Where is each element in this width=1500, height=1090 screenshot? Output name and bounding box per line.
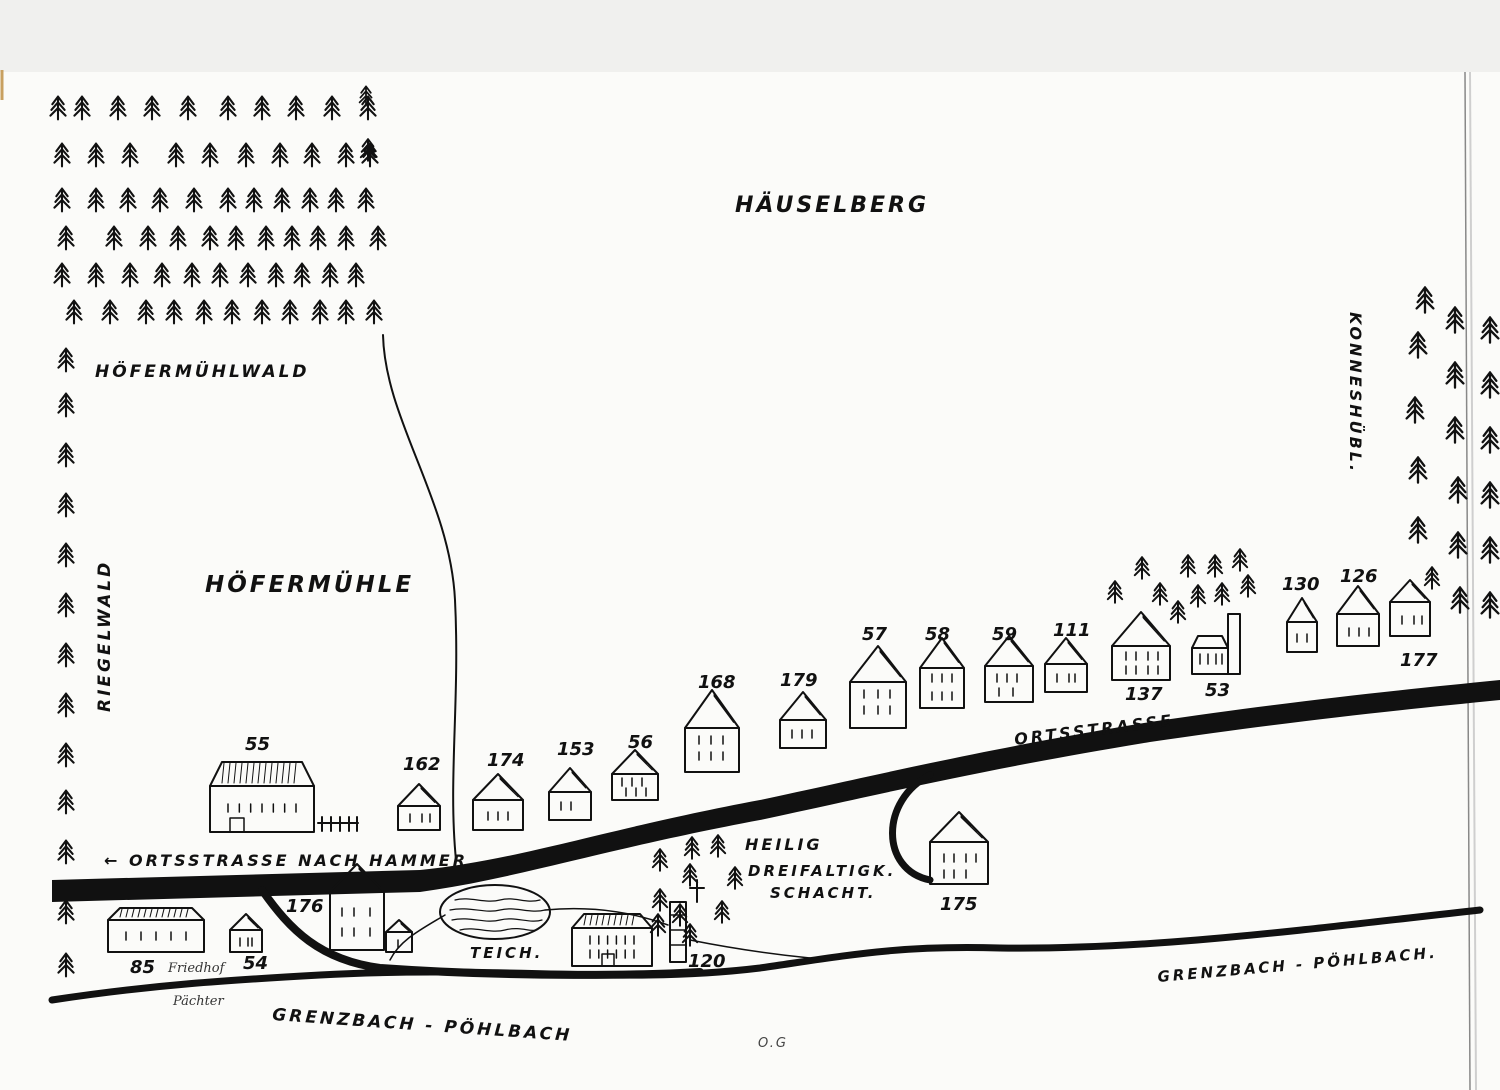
house-number-54: 54	[243, 953, 268, 974]
house	[397, 783, 441, 831]
houses	[107, 579, 1431, 967]
side-road-loop	[889, 771, 934, 884]
pond-label: TEICH.	[470, 944, 543, 962]
handwritten-note-2: Pächter	[172, 994, 224, 1009]
house	[1044, 637, 1088, 693]
fence	[317, 816, 359, 832]
house-number-111: 111	[1053, 620, 1091, 641]
house-number-177: 177	[1400, 650, 1438, 671]
page-fold-line	[1469, 71, 1477, 1090]
house	[229, 913, 263, 953]
mine-shaft-tower	[669, 901, 687, 963]
house	[929, 811, 989, 885]
house-number-153: 153	[557, 739, 595, 760]
house	[1286, 597, 1318, 653]
stream-grenzbach	[48, 906, 1484, 1004]
main-road	[52, 680, 1500, 902]
house	[849, 645, 907, 729]
page-edge-line	[1464, 71, 1471, 1090]
house-number-56: 56	[628, 732, 653, 753]
house-number-126: 126	[1340, 566, 1378, 587]
house-number-176: 176	[286, 896, 324, 917]
house-number-58: 58	[925, 624, 950, 645]
house-number-168: 168	[698, 672, 736, 693]
house	[548, 767, 592, 821]
house-number-162: 162	[403, 754, 441, 775]
house-number-137: 137	[1125, 684, 1163, 705]
house	[1111, 611, 1171, 681]
house	[684, 689, 740, 773]
footpath	[382, 334, 458, 861]
cross-icon	[689, 879, 705, 903]
house	[919, 637, 965, 709]
mine-label-2: DREIFALTIGK.	[748, 862, 896, 880]
hill-label: HÄUSELBERG	[735, 192, 929, 218]
house	[611, 749, 659, 801]
house-number-179: 179	[780, 670, 818, 691]
mine-label-1: HEILIG	[745, 835, 823, 854]
top-margin	[0, 0, 1500, 72]
house	[1389, 579, 1431, 637]
house	[329, 863, 385, 951]
house-number-175: 175	[940, 894, 978, 915]
house-number-59: 59	[992, 624, 1017, 645]
forest-west-label: RIEGELWALD	[95, 560, 115, 712]
house	[779, 691, 827, 749]
house	[472, 773, 524, 831]
house-number-120: 120	[688, 951, 726, 972]
forest-east-label: KONNESHÜBL.	[1346, 312, 1365, 474]
house-numbers: 55 162 174 153 56 168 179 57 58 59 111 1…	[130, 566, 1438, 978]
house-number-130: 130	[1282, 574, 1320, 595]
house	[984, 635, 1034, 703]
shaft-path	[544, 907, 669, 926]
pond	[439, 884, 551, 940]
house-number-53: 53	[1205, 680, 1230, 701]
shaft-path-2	[689, 939, 811, 959]
house-number-57: 57	[862, 624, 888, 645]
house-number-85: 85	[130, 957, 155, 978]
house	[385, 919, 413, 953]
house	[1336, 585, 1380, 647]
settlement-label: HÖFERMÜHLE	[205, 570, 414, 598]
long-house	[571, 913, 653, 967]
long-house	[209, 761, 315, 833]
handwritten-note-1: Friedhof	[167, 961, 227, 976]
building-53-with-chimney	[1191, 613, 1241, 675]
house-number-174: 174	[487, 750, 525, 771]
forest-north-label: HÖFERMÜHLWALD	[95, 360, 310, 382]
signature: O.G	[758, 1036, 788, 1051]
house-number-55: 55	[245, 734, 270, 755]
road-west-label: ← ORTSSTRASSE NACH HAMMER	[104, 851, 468, 870]
long-house	[107, 907, 205, 953]
mine-label-3: SCHACHT.	[770, 884, 876, 902]
